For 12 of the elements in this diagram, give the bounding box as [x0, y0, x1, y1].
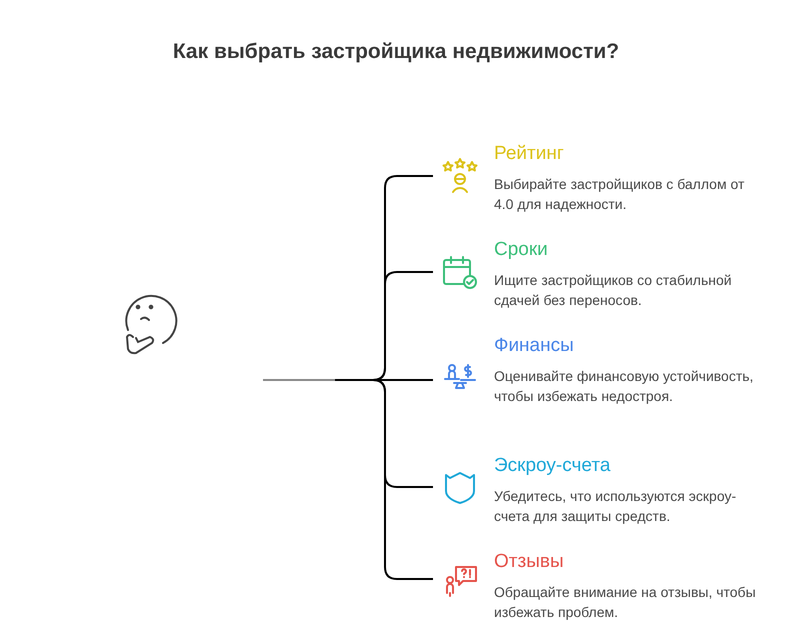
bracket-connector [335, 379, 433, 580]
diagram-title: Как выбрать застройщика недвижимости? [172, 39, 620, 65]
item-description: Выбирайте застройщиков с баллом от 4.0 для надежности. [494, 175, 746, 214]
item-description: Обращайте внимание на отзывы, чтобы избежать проблем. [494, 583, 756, 622]
item-description: Убедитесь, что используются эскроу-счета для защиты средств. [494, 487, 738, 526]
item-description: Оценивайте финансовую устойчивость, чтобы избежать недостроя. [494, 367, 754, 406]
item-heading: Отзывы [494, 550, 564, 574]
item-heading: Рейтинг [494, 142, 564, 166]
item-description: Ищите застройщиков со стабильной сдачей без переносов. [494, 271, 733, 310]
item-heading: Эскроу-счета [494, 454, 610, 478]
item-heading: Финансы [494, 334, 574, 358]
item-heading: Сроки [494, 238, 548, 262]
